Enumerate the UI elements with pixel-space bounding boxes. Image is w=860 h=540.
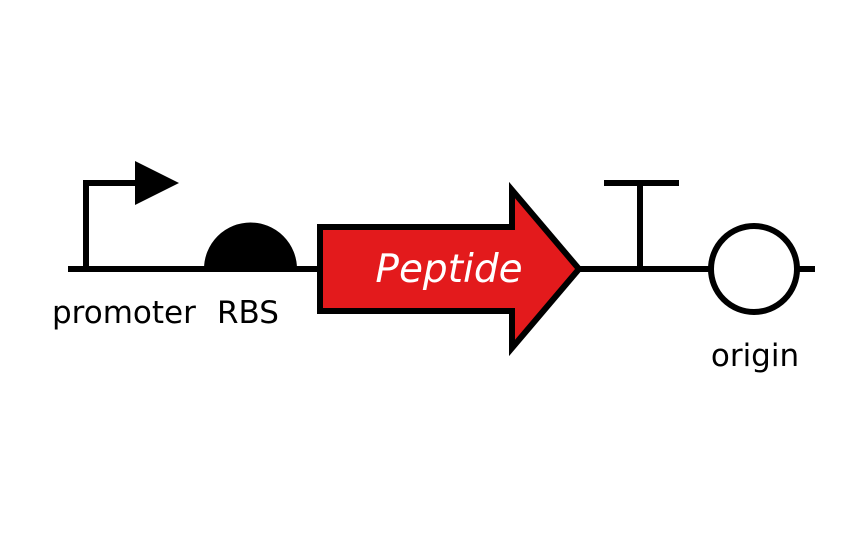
rbs-label: RBS: [217, 295, 279, 331]
cds-label: Peptide: [375, 247, 522, 292]
rbs-semicircle-icon: [203, 222, 298, 270]
terminator-t-icon: [604, 180, 679, 269]
promoter-label: promoter: [52, 295, 196, 331]
origin-circle-icon: [708, 223, 800, 315]
cds-arrow-icon: [317, 181, 583, 357]
promoter-arrow-icon: [83, 161, 179, 269]
origin-label: origin: [711, 338, 799, 374]
